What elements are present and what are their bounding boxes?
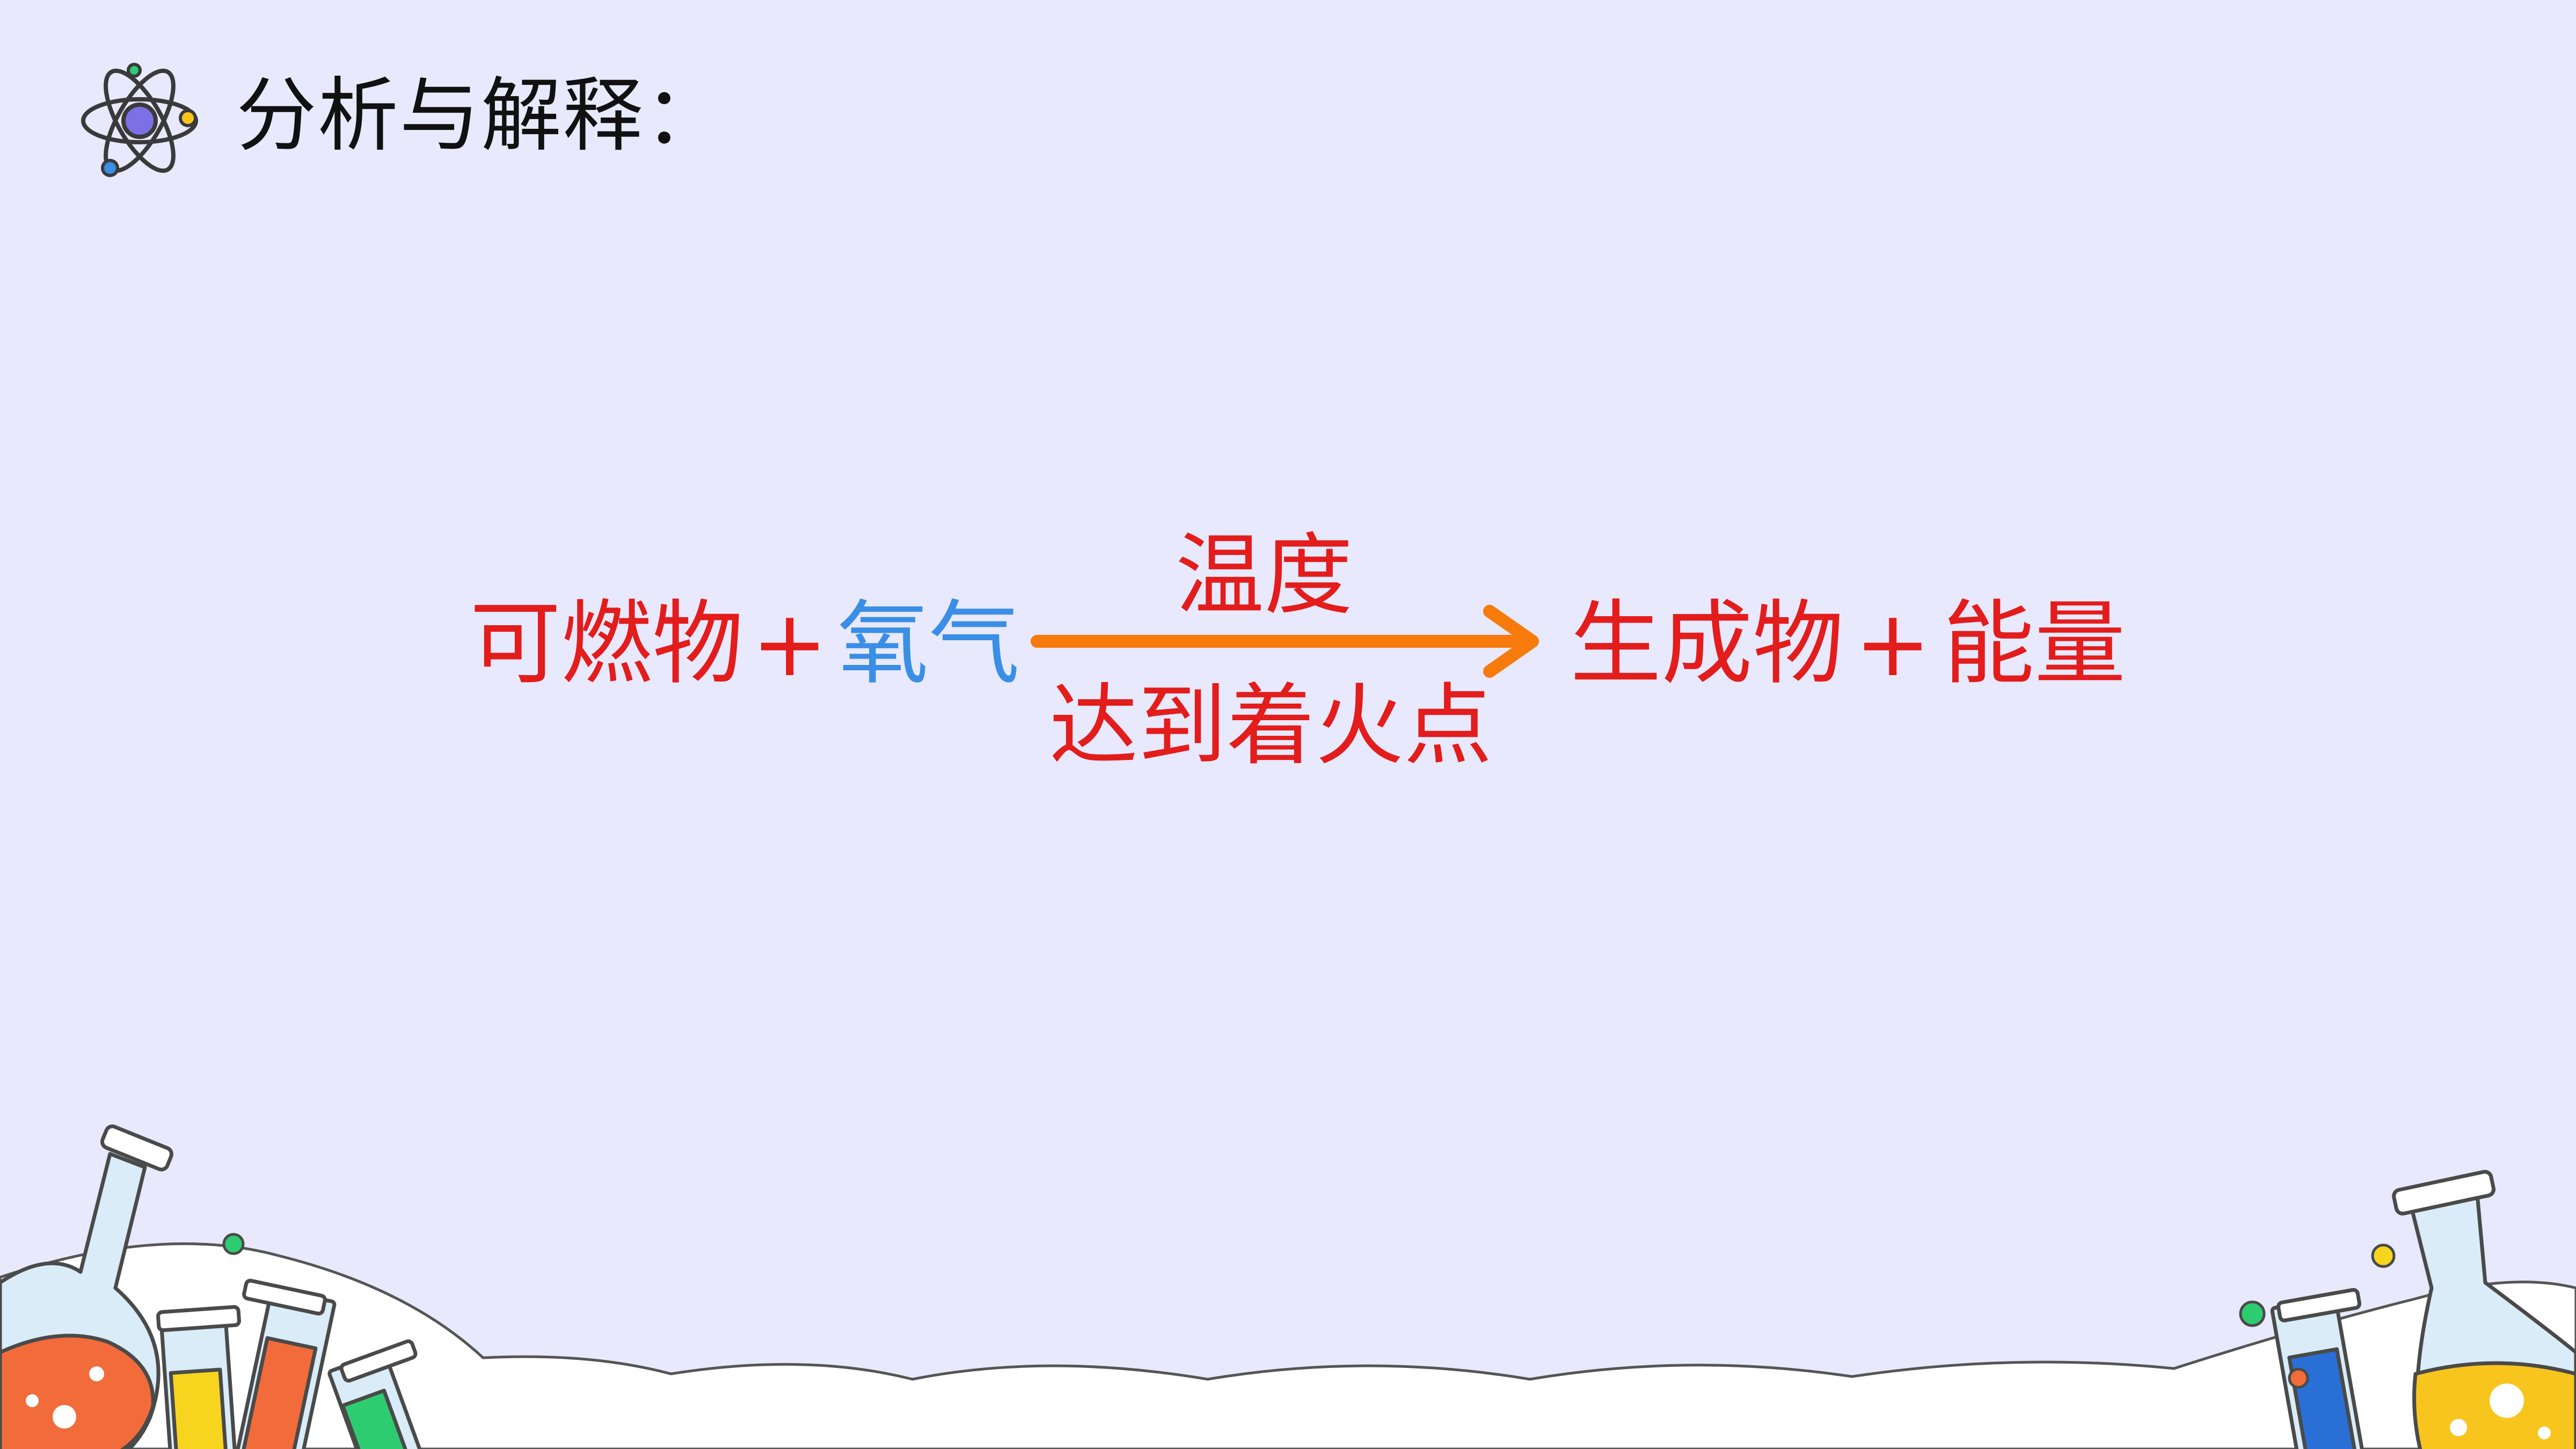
condition-ignition-point: 达到着火点 — [1049, 674, 1492, 777]
plus-sign: + — [1855, 591, 1931, 697]
page-title: 分析与解释： — [236, 69, 726, 163]
lab-glassware-left — [0, 1124, 429, 1449]
product-substances: 生成物 — [1570, 591, 1844, 697]
condition-temperature: 温度 — [1176, 524, 1353, 627]
reactant-combustible: 可燃物 — [470, 591, 744, 697]
plus-sign: + — [751, 591, 828, 697]
reaction-arrow-icon — [1031, 605, 1539, 678]
reactant-oxygen: 氧气 — [837, 591, 1020, 697]
product-energy: 能量 — [1943, 591, 2126, 697]
atom-icon — [81, 63, 198, 177]
